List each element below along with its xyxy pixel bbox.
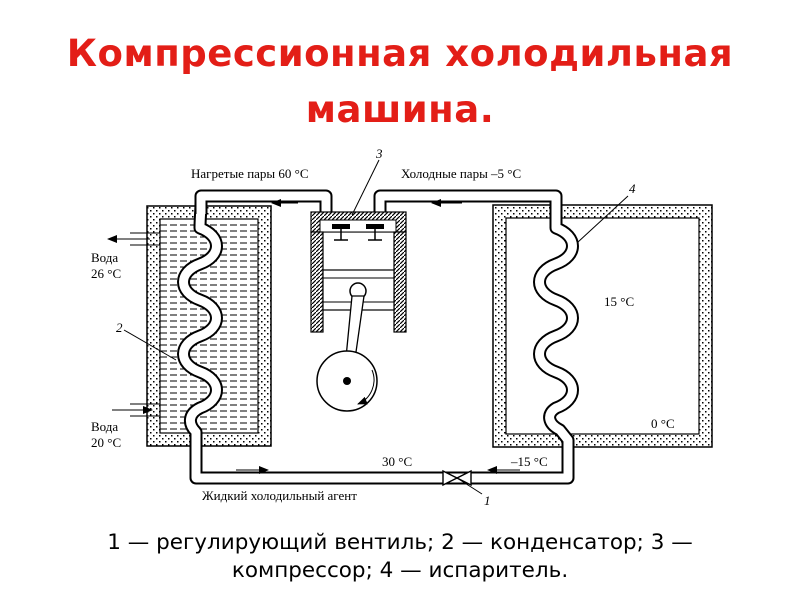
number-1: 1 — [484, 493, 491, 508]
liquid-agent-label: Жидкий холодильный агент — [202, 488, 357, 503]
leader-lines — [123, 159, 629, 361]
evaporator-top-temp: 15 °C — [604, 294, 634, 309]
water-out-label: Вода — [91, 250, 118, 265]
compressor — [310, 211, 407, 412]
expansion-valve — [442, 469, 483, 495]
evaporator — [492, 204, 713, 448]
title-line-2: машина. — [305, 88, 495, 131]
liquid-line — [189, 462, 575, 485]
number-4: 4 — [629, 181, 636, 196]
flow-arrows — [107, 199, 520, 474]
caption-line-1: 1 — регулирующий вентиль; 2 — конденсато… — [107, 530, 693, 555]
top-pipes — [194, 189, 563, 214]
legend-caption: 1 — регулирующий вентиль; 2 — конденсато… — [40, 529, 760, 585]
evaporator-bottom-temp: 0 °C — [651, 416, 675, 431]
title-line-1: Компрессионная холодильная — [66, 32, 734, 75]
cold-vapor-label: Холодные пары –5 °C — [401, 166, 521, 181]
evaporator-coil — [533, 195, 579, 477]
slide-title: Компрессионная холодильная машина. — [0, 26, 800, 138]
condenser-coil — [177, 195, 223, 477]
liquid-right-temp: –15 °C — [510, 454, 548, 469]
water-in-label: Вода — [91, 419, 118, 434]
number-2: 2 — [116, 320, 123, 335]
water-in-temp: 20 °C — [91, 435, 121, 450]
caption-line-2: компрессор; 4 — испаритель. — [231, 558, 569, 583]
water-pipes — [130, 232, 160, 417]
number-3: 3 — [375, 146, 383, 161]
hot-vapor-label: Нагретые пары 60 °C — [191, 166, 309, 181]
liquid-left-temp: 30 °C — [382, 454, 412, 469]
water-out-temp: 26 °C — [91, 266, 121, 281]
